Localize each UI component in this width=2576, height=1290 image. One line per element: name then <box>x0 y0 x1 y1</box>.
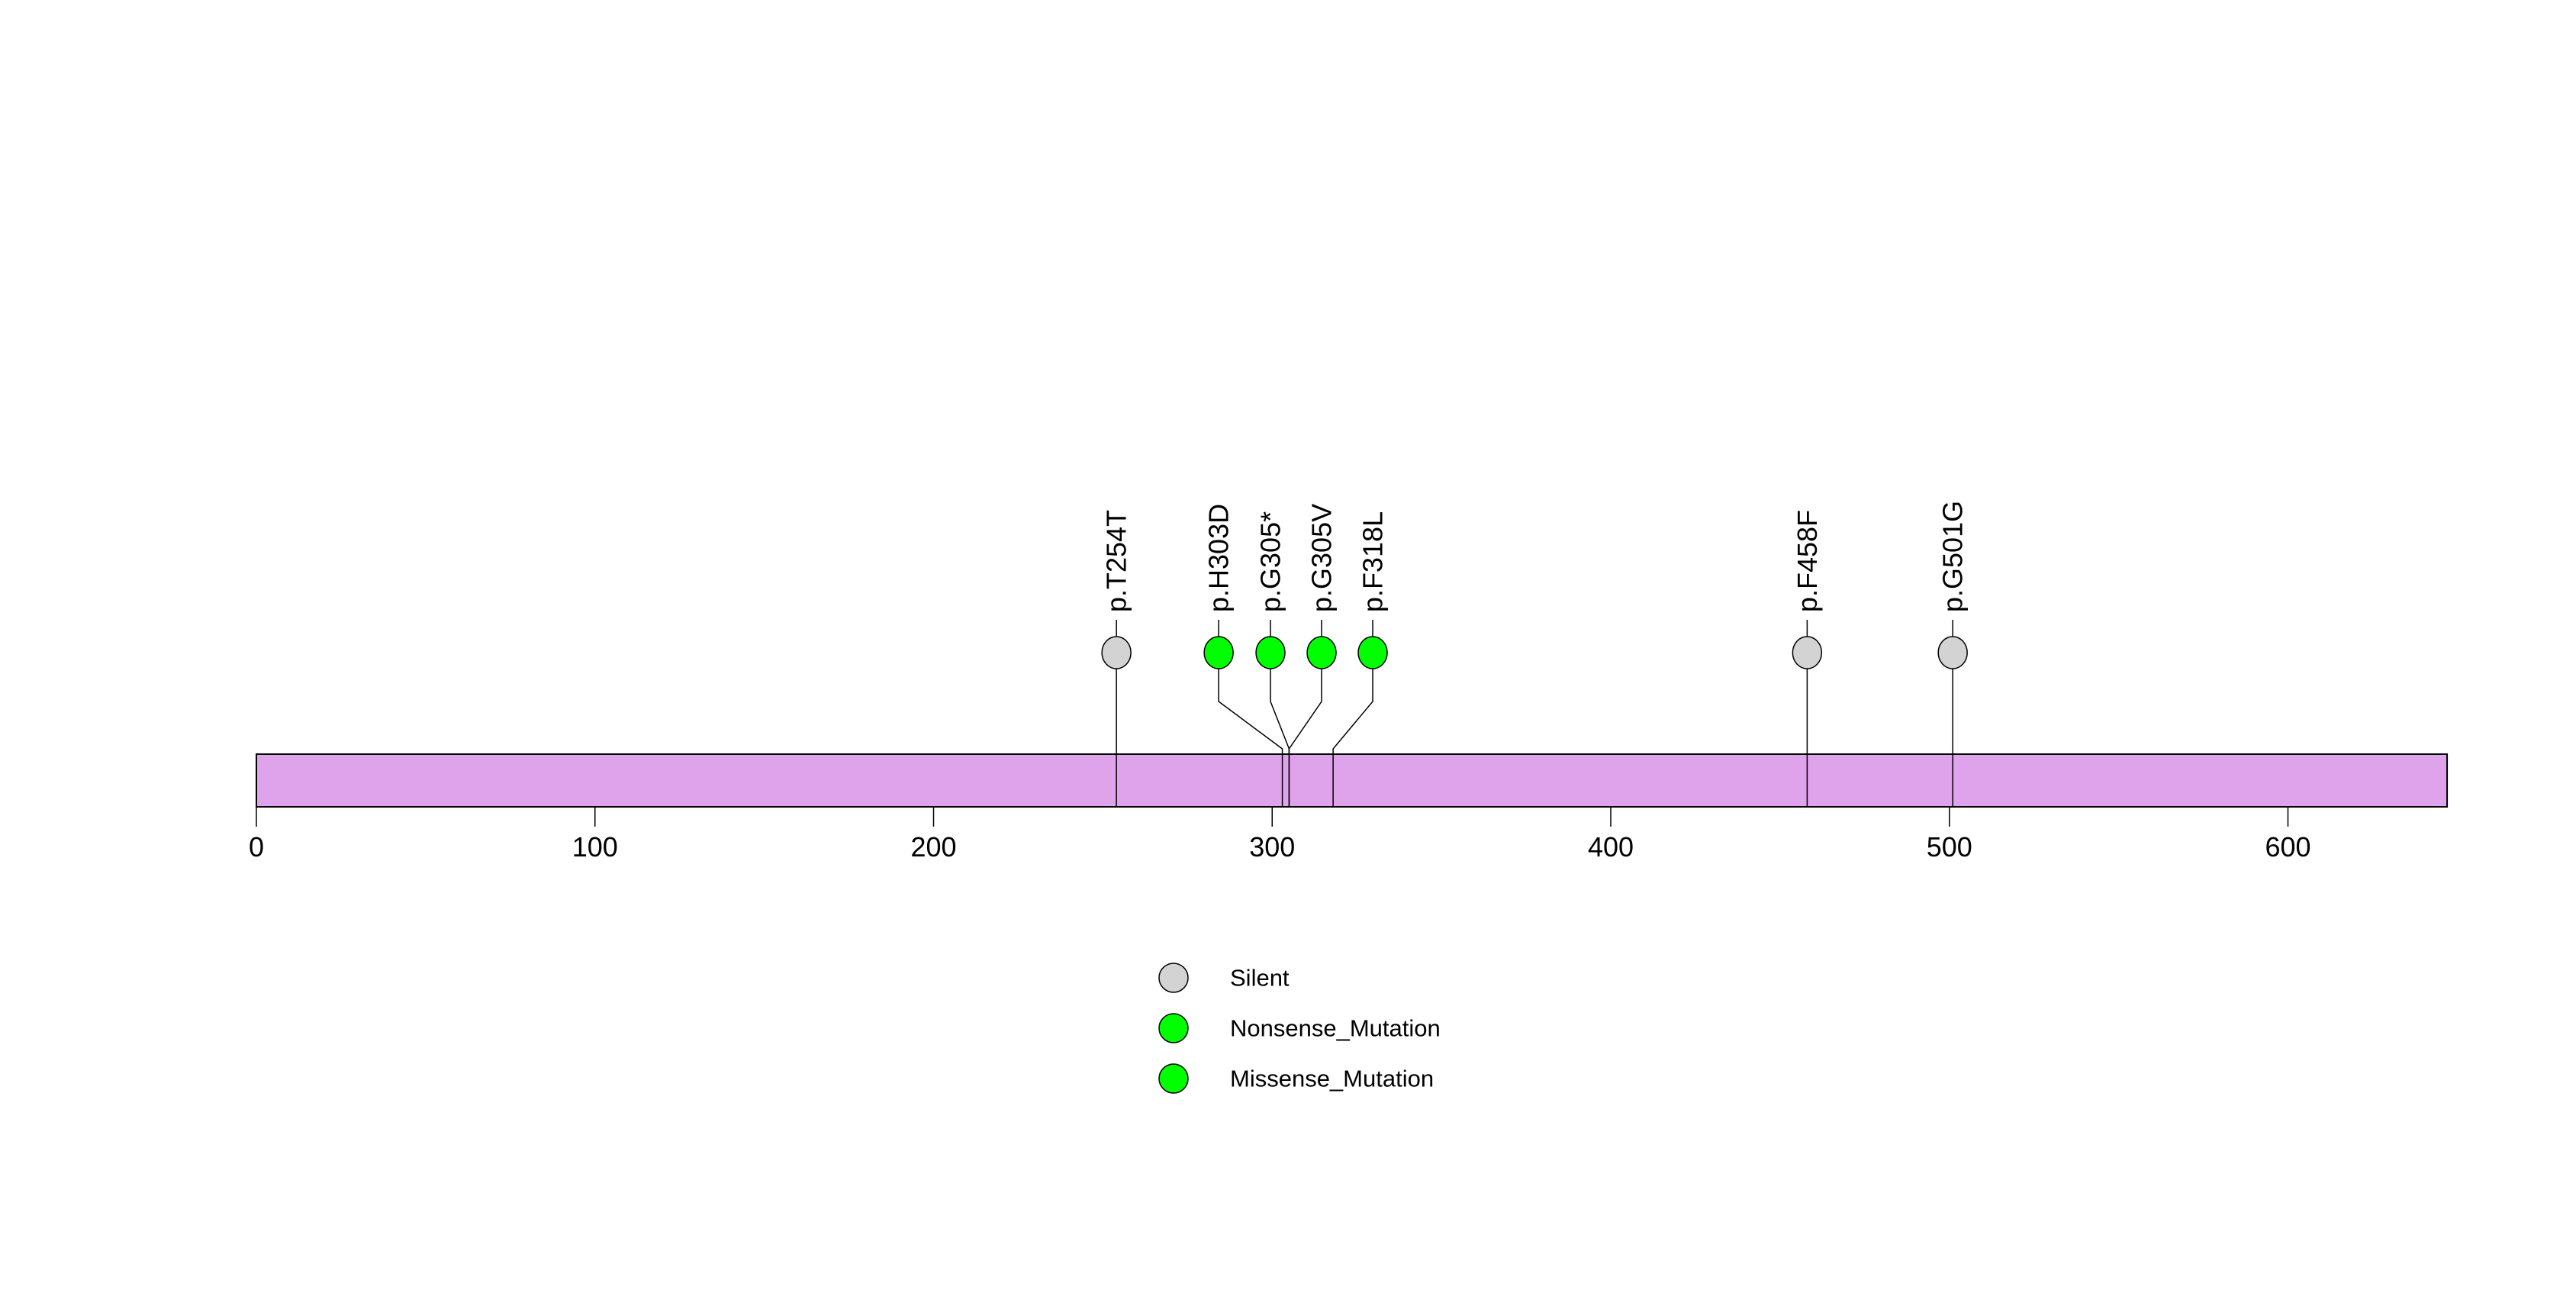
circle-layer <box>1101 636 1968 807</box>
mutation-circle <box>1937 636 1968 669</box>
protein-bar <box>256 753 2449 808</box>
mutation-label: p.H303D <box>1203 504 1235 612</box>
legend-swatch <box>1158 963 1189 993</box>
axis-tick-label: 0 <box>249 831 264 863</box>
axis-tick-label: 200 <box>910 831 956 863</box>
label-layer: p.T254T p.H303D p.G305* p.G305V p.F318L p.F45… <box>1101 501 1969 612</box>
mutation-circle <box>1792 636 1823 669</box>
mutation-label: p.G305V <box>1306 504 1338 612</box>
axis-tick-label: 300 <box>1249 831 1295 863</box>
legend-label: Silent <box>1230 965 1290 992</box>
mutation-circle <box>1255 636 1286 669</box>
mutation-label: p.F458F <box>1792 510 1823 612</box>
axis-tick-label: 100 <box>572 831 618 863</box>
mutation-label: p.F318L <box>1357 511 1389 612</box>
mutation-circle <box>1101 636 1132 669</box>
axis-tick-label: 400 <box>1588 831 1634 863</box>
bar-layer <box>256 753 2449 808</box>
mutation-label: p.T254T <box>1101 510 1132 612</box>
legend-label: Nonsense_Mutation <box>1230 1015 1441 1042</box>
mutation-label: p.G305* <box>1255 511 1286 612</box>
axis-tick-label: 600 <box>2265 831 2310 863</box>
axis-tick-label: 500 <box>1927 831 1972 863</box>
legend-swatch <box>1158 1063 1189 1094</box>
mutation-circle <box>1306 636 1337 669</box>
legend-label: Missense_Mutation <box>1230 1066 1434 1092</box>
mutation-label: p.G501G <box>1937 501 1969 612</box>
axis-layer: 0 100 200 300 400 500 600 <box>249 807 2311 863</box>
mutation-circle <box>1357 636 1388 669</box>
mutation-circle <box>1203 636 1234 669</box>
legend-swatch <box>1158 1013 1189 1043</box>
